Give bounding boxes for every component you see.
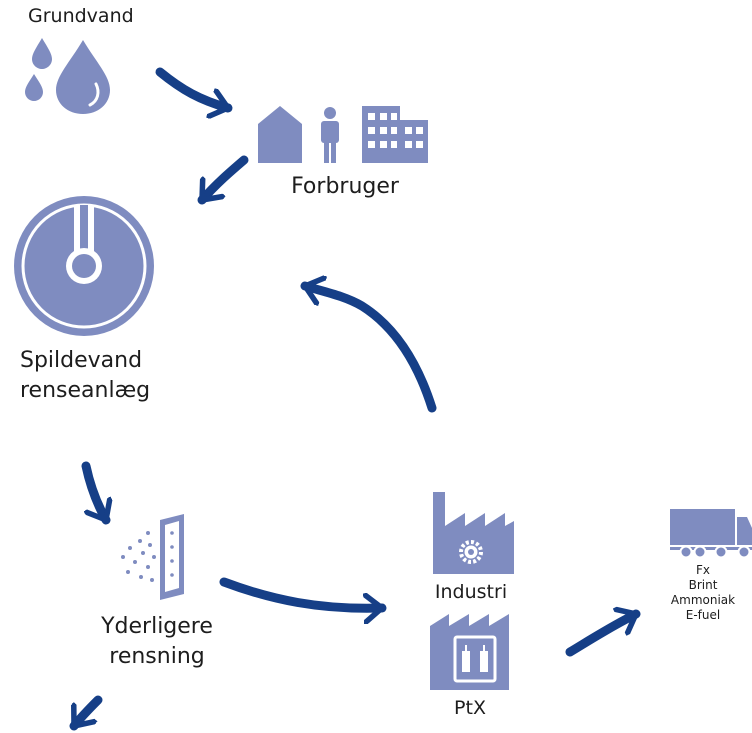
arrow-rensning-outflow [69,695,103,731]
person-icon [321,107,339,163]
label-truck-line4: E-fuel [685,608,721,622]
label-ptx: PtX [454,697,486,719]
factory-gear-icon [433,492,514,574]
label-forbruger: Forbruger [291,174,399,199]
label-truck-line3: Ammoniak [670,593,736,607]
arrow-ptx-to-truck [565,614,641,657]
arrow-forbruger-to-spildevand [197,155,249,205]
water-drops-icon [25,38,110,114]
label-yderligere-rensning: Yderligere rensning [101,612,213,672]
label-yderligere-line2: rensning [109,644,205,669]
arrow-industri-to-forbruger [300,286,437,413]
truck-icon [670,509,752,559]
arrow-grundvand-to-forbruger [155,67,233,108]
label-grundvand: Grundvand [28,5,134,27]
label-truck-line1: Fx [695,563,711,577]
label-spildevand: Spildevand renseanlæg [20,346,150,406]
label-spildevand-line1: Spildevand [20,348,143,373]
label-industri: Industri [434,581,508,603]
label-yderligere-line1: Yderligere [101,614,213,639]
factory-ptx-icon [430,614,509,690]
filter-icon [121,514,184,600]
label-truck-products: Fx Brint Ammoniak E-fuel [671,563,735,623]
office-building-icon [362,106,428,163]
arrow-rensning-to-industri [219,577,387,608]
arrow-spildevand-to-rensning [81,461,106,525]
house-icon [258,106,302,163]
label-truck-line2: Brint [688,578,718,592]
wastewater-plant-icon [14,196,154,336]
label-spildevand-line2: renseanlæg [20,378,151,403]
